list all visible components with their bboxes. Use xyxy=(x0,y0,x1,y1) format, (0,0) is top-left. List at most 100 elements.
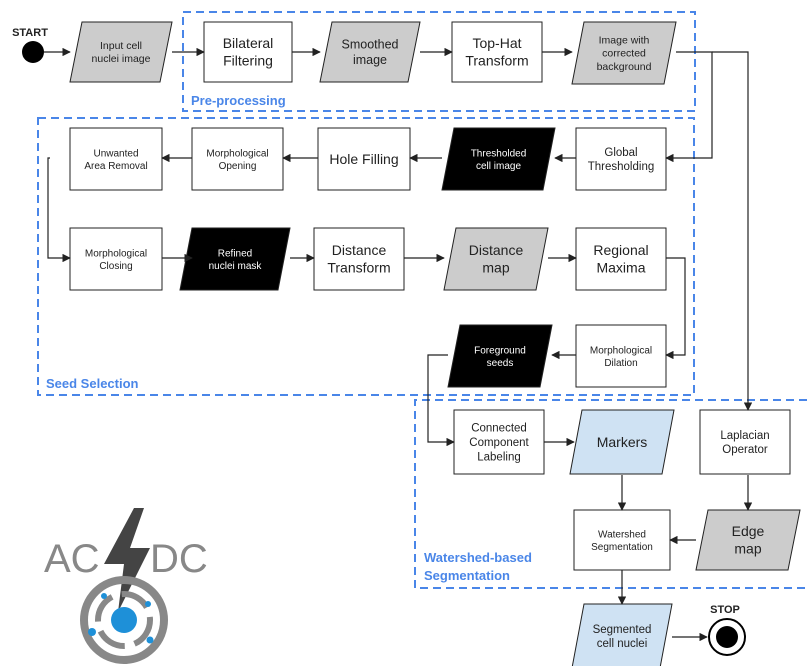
lightning-bolt-icon xyxy=(104,508,150,612)
node-label: cell image xyxy=(476,161,521,172)
node-shape xyxy=(447,324,553,388)
logo-dot xyxy=(145,601,151,607)
node-label: Thresholding xyxy=(588,161,654,173)
logo-core xyxy=(111,607,137,633)
node-label: Refined xyxy=(218,248,252,259)
node-label: Segmentation xyxy=(591,542,653,553)
node-segmented: Segmented cell nuclei xyxy=(571,603,673,666)
node-label: Closing xyxy=(99,261,132,272)
watershed-title-line2: Segmentation xyxy=(424,568,510,583)
node-label: Distance xyxy=(332,242,387,258)
node-label: cell nuclei xyxy=(597,638,648,650)
node-shape xyxy=(699,409,791,475)
node-label: Area Removal xyxy=(84,161,147,172)
node-label: map xyxy=(734,541,761,557)
node-label: Bilateral xyxy=(223,35,274,51)
node-label: Segmented xyxy=(593,624,652,636)
node-shape xyxy=(203,21,293,83)
node-edge-map: Edge map xyxy=(695,509,801,571)
node-label: image xyxy=(353,53,387,67)
watershed-title-line1: Watershed-based xyxy=(424,550,532,565)
node-label: Image with xyxy=(599,35,650,47)
node-label: Smoothed xyxy=(342,38,399,52)
node-label: corrected xyxy=(602,48,646,60)
start-label: START xyxy=(12,27,48,39)
arrow-regional-dilation xyxy=(665,257,686,360)
node-shape xyxy=(69,127,163,191)
node-label: Global xyxy=(604,147,637,159)
node-label: Filtering xyxy=(223,53,273,69)
arrow-unwanted-closing xyxy=(47,157,71,263)
node-label: map xyxy=(482,260,509,276)
node-label: Distance xyxy=(469,242,524,258)
node-markers: Markers xyxy=(569,409,675,475)
node-label: Watershed xyxy=(598,529,646,540)
node-refined: Refined nuclei mask xyxy=(179,227,291,291)
watershed-group xyxy=(414,399,807,589)
node-shape xyxy=(569,409,675,475)
node-label: Morphological xyxy=(590,345,652,356)
arrow-corrected-laplacian xyxy=(712,51,753,411)
connectors xyxy=(44,47,753,642)
node-label: nuclei mask xyxy=(209,261,263,272)
acdc-logo: AC DC xyxy=(44,508,208,664)
node-shape xyxy=(179,227,291,291)
seed-selection-title: Seed Selection xyxy=(46,376,139,391)
node-label: Connected xyxy=(471,423,527,435)
node-shape xyxy=(443,227,549,291)
node-shape xyxy=(575,227,667,291)
logo-dot xyxy=(101,593,107,599)
logo-text-right: DC xyxy=(150,537,208,581)
node-label: Edge xyxy=(732,523,765,539)
stop-node-core xyxy=(716,626,738,648)
node-label: Top-Hat xyxy=(472,35,521,51)
logo-dot xyxy=(146,636,154,644)
node-shape xyxy=(575,127,667,191)
node-label: Operator xyxy=(722,444,768,456)
node-label: Thresholded xyxy=(471,148,527,159)
node-label: Transform xyxy=(465,53,528,69)
node-label: Regional xyxy=(593,242,648,258)
node-shape xyxy=(69,21,173,83)
preprocessing-title: Pre-processing xyxy=(191,93,286,108)
node-thresholded: Thresholded cell image xyxy=(441,127,556,191)
node-shape xyxy=(575,324,667,388)
node-label: Laplacian xyxy=(720,430,769,442)
node-label: Opening xyxy=(219,161,257,172)
node-label: Hole Filling xyxy=(329,151,398,167)
node-label: Labeling xyxy=(477,451,520,463)
node-label: Component xyxy=(469,437,529,449)
node-label: nuclei image xyxy=(92,53,151,65)
start-node xyxy=(22,41,44,63)
node-shape xyxy=(319,21,421,83)
node-shape xyxy=(441,127,556,191)
node-label: Dilation xyxy=(604,358,637,369)
node-label: Transform xyxy=(327,260,390,276)
arrow-seeds-ccl xyxy=(427,354,455,447)
node-shape xyxy=(191,127,284,191)
logo-dot xyxy=(88,628,96,636)
node-label: Morphological xyxy=(85,248,147,259)
node-label: Unwanted xyxy=(93,148,138,159)
node-label: Input cell xyxy=(100,40,142,52)
node-shape xyxy=(571,21,677,85)
node-shape xyxy=(69,227,163,291)
node-shape xyxy=(695,509,801,571)
node-label: Morphological xyxy=(206,148,268,159)
node-hole-filling: Hole Filling xyxy=(317,127,411,191)
node-label: Maxima xyxy=(596,260,645,276)
seed-selection-group xyxy=(37,117,695,396)
node-shape xyxy=(317,127,411,191)
node-label: seeds xyxy=(487,358,514,369)
